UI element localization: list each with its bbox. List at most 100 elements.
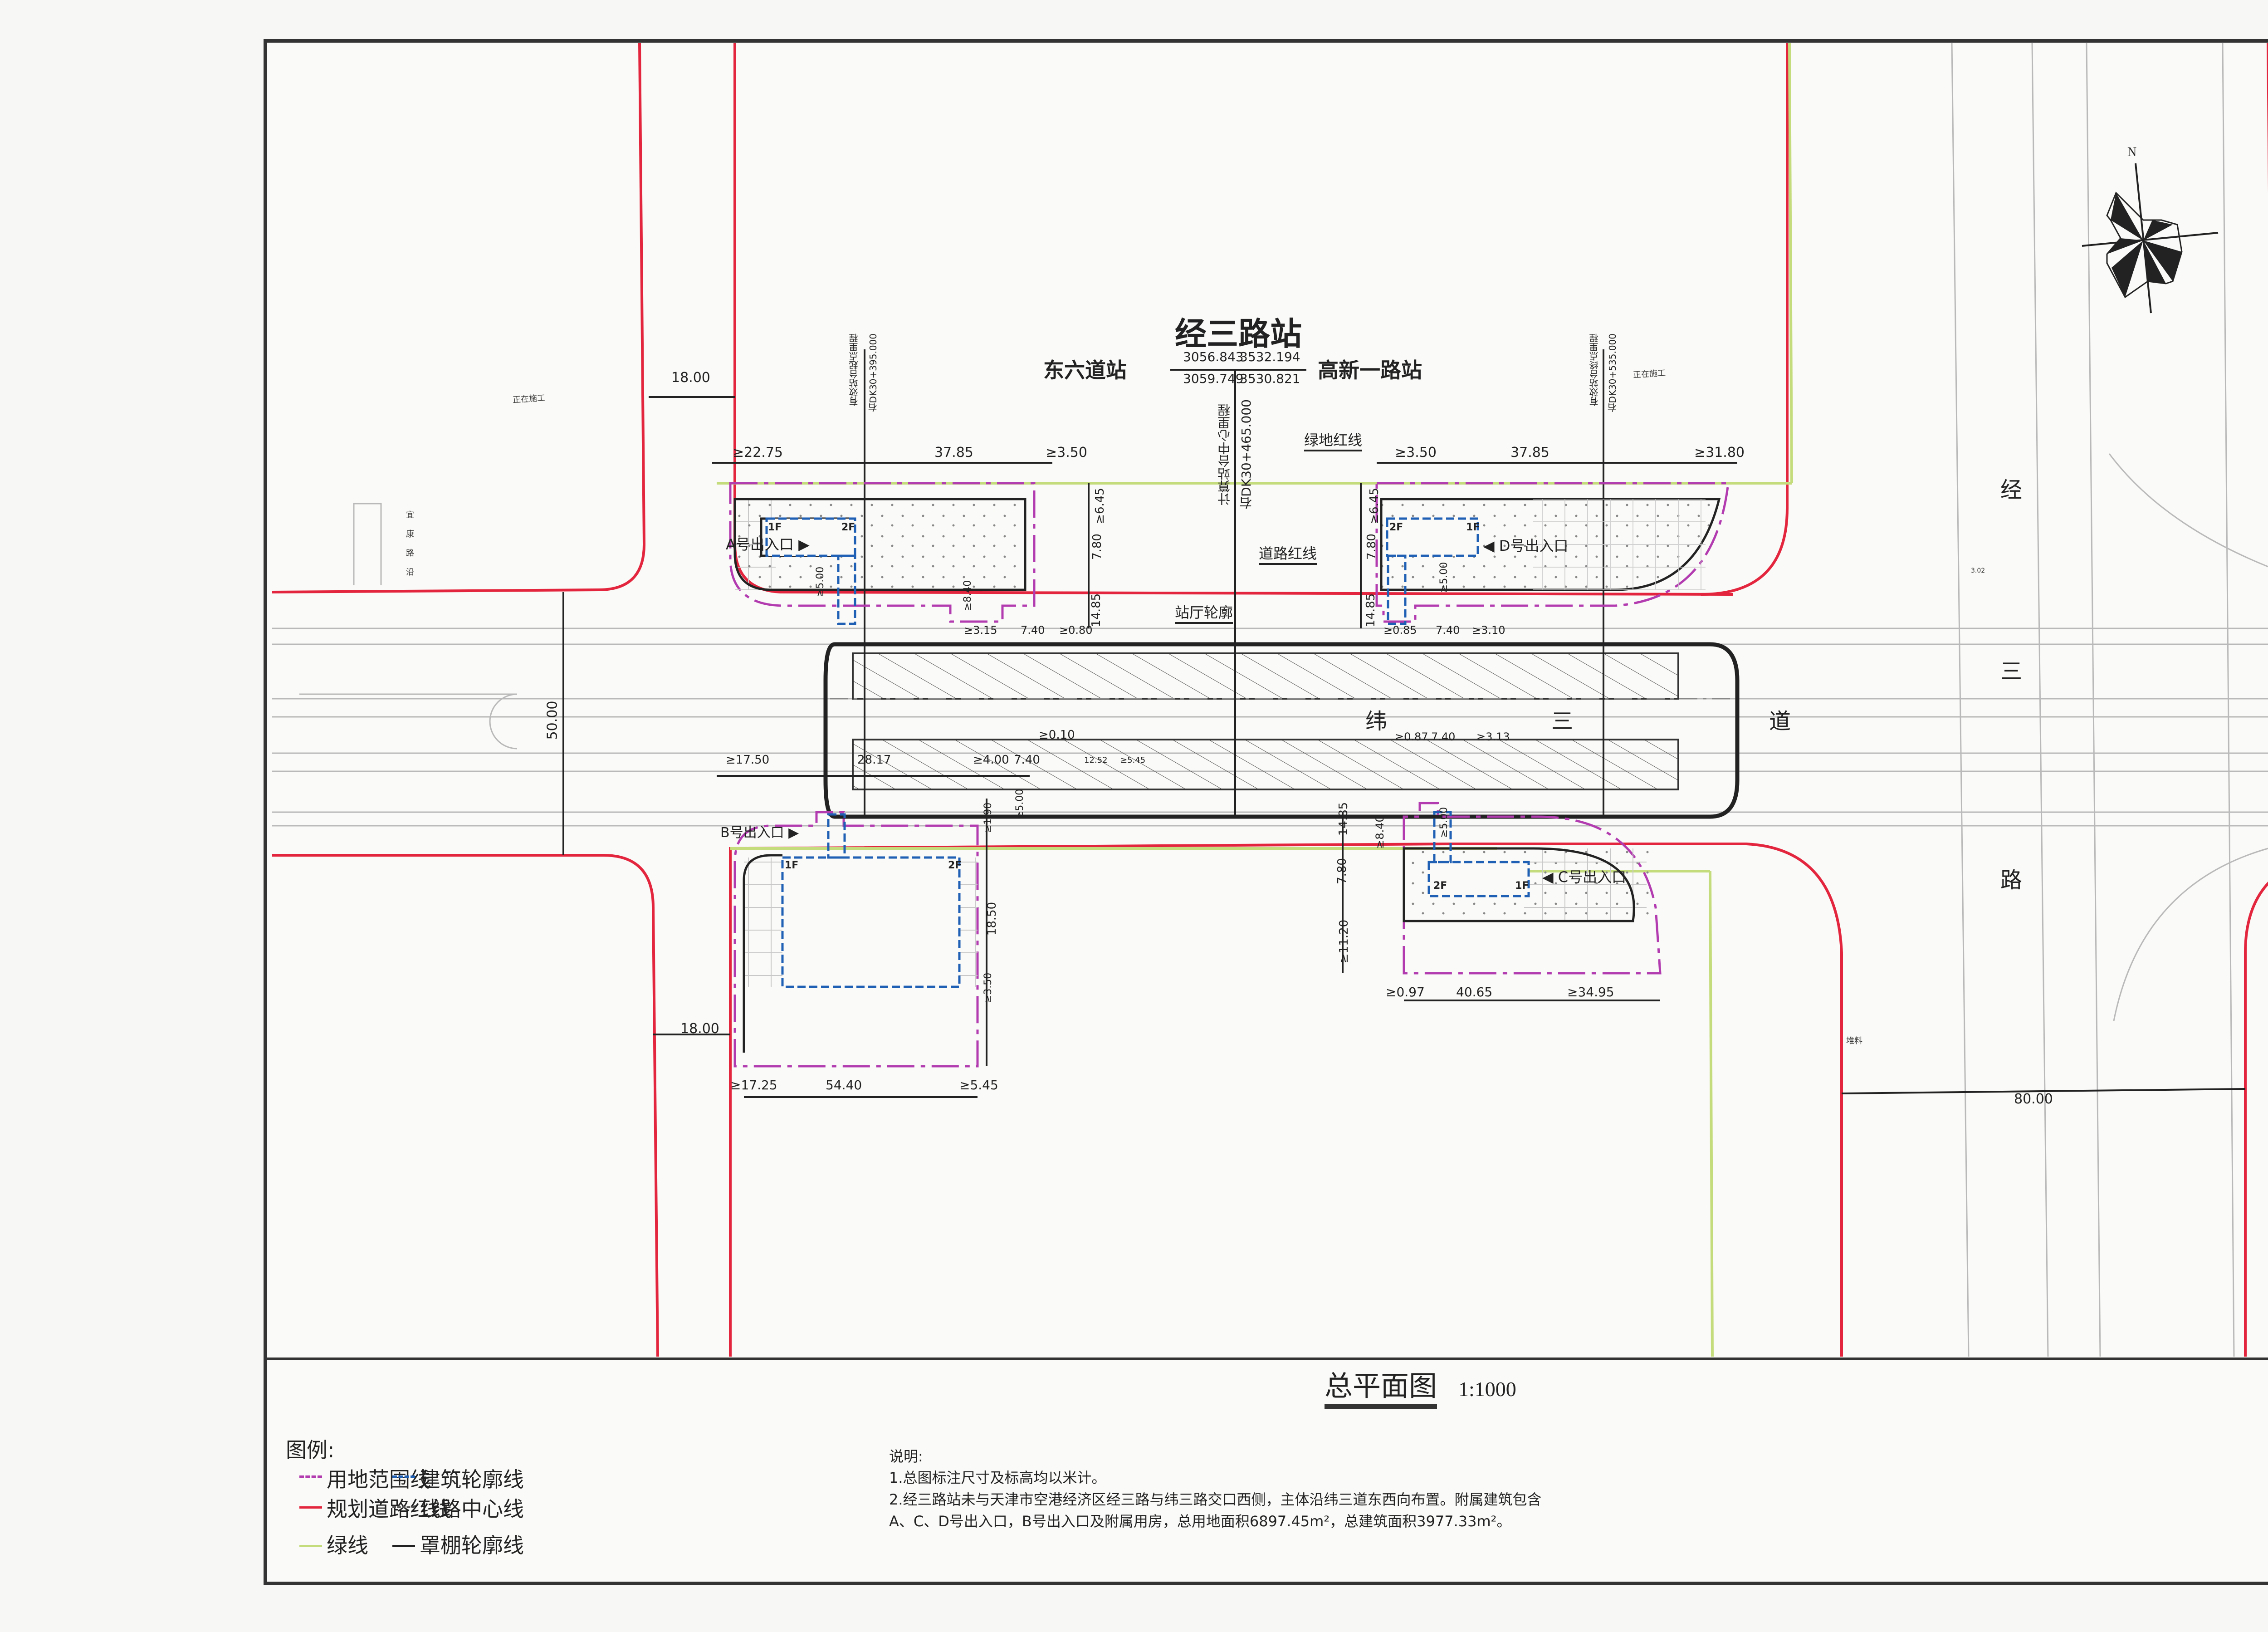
legend-swatch-green-line [299,1545,322,1547]
road-name-wei-3: 道 [1769,709,1791,734]
dim: ≥5.45 [1120,755,1146,765]
dim: ≥5.00 [815,566,826,598]
entrance-c[interactable] [1403,802,1662,975]
note-line: 2.经三路站未与天津市空港经济区经三路与纬三路交口西侧，主体沿纬三道东西向布置。… [889,1491,1542,1508]
coord-top-left: 3056.843 [1183,349,1244,364]
dim: 14.85 [1364,593,1378,627]
center-mileage-label: 计算站台中心里程 [1217,404,1232,505]
entrance-b-2f: 2F [948,860,962,871]
start-mileage-value: 右DK30+395.000 [868,333,879,412]
side-road-char: 康 [406,529,414,539]
dim: ≥3.50 [1395,445,1437,461]
dim: ≥3.50 [1046,445,1087,461]
start-mileage-label: 有效站台起点里程 [849,333,860,406]
entrance-a-text: A号出入口 [726,536,794,553]
note-line: 1.总图标注尺寸及标高均以米计。 [889,1469,1106,1486]
coord-bottom-left: 3059.749 [1183,371,1244,386]
dim: 37.85 [1510,445,1549,461]
dim: 14.85 [1337,802,1351,836]
dim: 7.80 [1364,534,1378,560]
notes-title: 说明: [889,1448,923,1465]
dim: ≥5.00 [1438,807,1450,838]
entrance-c-label[interactable]: ◀ C号出入口 [1542,868,1627,886]
entrance-a-1f: 1F [768,522,782,533]
dim: ≥1.90 [982,802,994,833]
dim: ≥5.45 [959,1078,998,1093]
legend-swatch-building-outline [392,1475,415,1478]
entrance-c-text: C号出入口 [1558,868,1627,886]
dim: ≥6.45 [1093,488,1107,524]
dim: 14.85 [1090,593,1104,627]
legend-label: 罩棚轮廓线 [420,1533,524,1558]
entrance-b-1f: 1F [785,860,799,871]
road-red-line-label: 道路红线 [1259,542,1317,565]
legend-swatch-site-boundary [299,1475,322,1478]
entrance-d-label[interactable]: ◀ D号出入口 [1483,537,1569,554]
dim: ≥0.10 [1039,728,1075,742]
note-line: A、C、D号出入口，B号出入口及附属用房，总用地面积6897.45m²，总建筑面… [889,1513,1511,1530]
entrance-c-1f: 1F [1515,880,1529,892]
side-road-name: 宜 康 路 沿 [406,506,415,582]
dim: ≥34.95 [1567,985,1614,1000]
entrance-b-label[interactable]: B号出入口 ▶ [720,825,799,841]
green-red-line-label: 绿地红线 [1304,429,1363,451]
entrance-a-label[interactable]: A号出入口 ▶ [726,536,810,553]
drawing-title: 总平面图 [1325,1368,1437,1409]
dim: 50.00 [544,701,561,740]
construction-label: 正在施工 [512,393,546,405]
next-station: 高新一路站 [1318,358,1422,382]
dim: ≥8.40 [962,580,974,611]
dim: 54.40 [826,1078,862,1093]
compass-north-label: N [2127,145,2137,159]
hall-outline-label: 站厅轮廓 [1175,601,1233,624]
drawing-scale: 1:1000 [1458,1377,1516,1401]
dim: 18.00 [680,1021,719,1037]
dim: ≥3.10 [1472,624,1505,637]
dim: ≥31.80 [1694,445,1745,461]
legend-swatch-route-centerline [392,1506,415,1508]
dim: ≥17.50 [726,753,770,767]
side-road-char: 宜 [406,510,414,520]
legend-label: 用地范围线 [327,1467,431,1492]
dim: 80.00 [2014,1091,2053,1107]
legend-label: 绿线 [327,1533,368,1558]
dim: ≥0.97 [1386,985,1425,1000]
dim: ≥22.75 [733,445,783,461]
dim: 18.00 [671,370,710,386]
dim: 7.40 [1021,624,1045,637]
legend-swatch-road-red-line [299,1506,322,1509]
dim: ≥0.80 [1059,624,1093,637]
dim: 37.85 [934,445,973,461]
entrance-b-text: B号出入口 [720,825,784,841]
dim: ≥0.87 [1395,730,1428,743]
entrance-d-text: D号出入口 [1499,537,1569,554]
entrance-d-2f: 2F [1389,522,1403,533]
side-road-char: 路 [406,549,414,558]
dim: 18.50 [985,902,999,936]
entrance-a[interactable] [729,482,1036,625]
entrance-d-1f: 1F [1466,522,1480,533]
legend-label: 规划道路红线 [327,1497,452,1521]
dim: ≥11.20 [1337,919,1351,964]
coord-top-right: 3532.194 [1240,349,1300,364]
entrance-d[interactable] [1375,482,1730,625]
road-name-jing-3: 路 [2000,867,2023,893]
dim: ≥3.15 [964,624,997,637]
north-arrow-icon [2082,163,2219,314]
legend-swatch-canopy-outline [392,1545,415,1547]
dim: 7.40 [1014,753,1040,767]
stockpile-label: 堆料 [1846,1036,1862,1046]
entrance-b[interactable] [733,811,979,1068]
end-mileage-label: 有效站台终点里程 [1589,333,1600,406]
dim: 7.40 [1431,730,1456,743]
elevation-mark: 3.02 [1971,567,1985,574]
dim: 7.40 [1436,624,1460,637]
dim: ≥5.00 [1438,562,1450,593]
construction-label: 正在施工 [1633,368,1666,380]
entrance-c-2f: 2F [1433,880,1447,892]
road-name-wei-1: 纬 [1365,709,1388,734]
road-name-wei-2: 三 [1551,709,1574,734]
station-hall [823,642,1740,819]
prev-station: 东六道站 [1043,358,1127,382]
